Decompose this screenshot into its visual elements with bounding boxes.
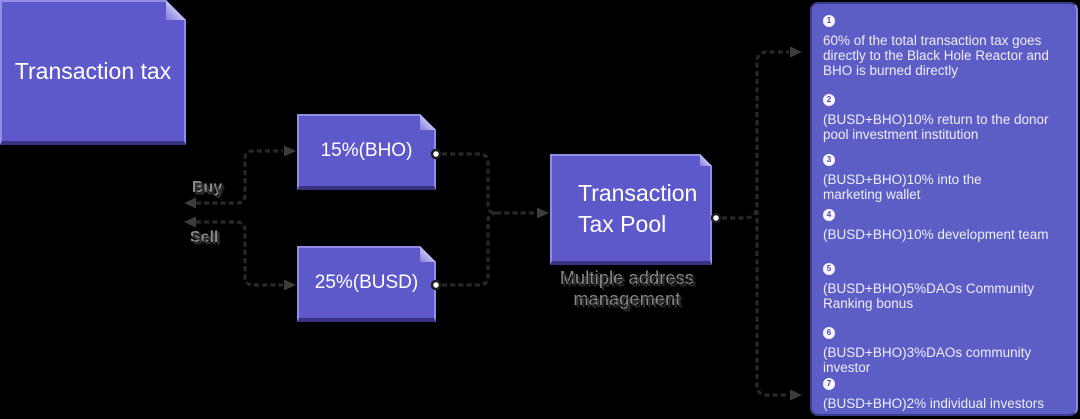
bho-15-box: 15%(BHO) [297,114,436,190]
distribution-item-7: 7 (BUSD+BHO)2% individual investors [823,378,1072,411]
distribution-item-1: 1 60% of the total transaction tax goes … [823,15,1072,78]
distribution-item-3: 3 (BUSD+BHO)10% into the marketing walle… [823,154,1072,202]
transaction-tax-label: Transaction tax [14,58,172,84]
bho-15-label: 15%(BHO) [320,140,413,161]
busd-25-box: 25%(BUSD) [297,246,436,322]
connector-dot-pool [710,212,722,224]
sell-label: Sell [192,231,221,248]
pool-to-panel-bottom-wire [755,210,789,397]
folded-corner [420,114,436,130]
item-text: (BUSD+BHO)2% individual investors [823,396,1044,411]
arrowhead-into-busd [284,279,296,291]
item-text: 60% of the total transaction tax goes di… [823,33,1049,78]
busd-25-label: 25%(BUSD) [314,272,419,293]
item-number-badge: 6 [823,327,835,339]
item-number-badge: 4 [823,209,835,221]
item-text: (BUSD+BHO)3%DAOs community investor [823,345,1032,375]
distribution-panel: 1 60% of the total transaction tax goes … [810,2,1078,416]
transaction-tax-box: Transaction tax [0,0,186,145]
transaction-tax-pool-box: Transaction Tax Pool [550,154,712,265]
distribution-item-2: 2 (BUSD+BHO)10% return to the donor pool… [823,94,1072,142]
item-text: (BUSD+BHO)10% return to the donor pool i… [823,112,1049,142]
distribution-item-4: 4 (BUSD+BHO)10% development team [823,209,1072,242]
arrowhead-into-pool [537,207,549,219]
item-number-badge: 7 [823,378,835,390]
distribution-item-5: 5 (BUSD+BHO)5%DAOs Community Ranking bon… [823,263,1072,311]
arrowhead-buy [184,197,196,209]
arrowhead-panel-top [790,46,802,58]
bho-to-pool-wire [442,152,536,215]
busd-to-pool-wire [442,211,497,287]
pool-caption: Multiple address management [561,270,697,311]
arrowhead-panel-bottom [790,389,802,401]
item-number-badge: 2 [823,94,835,106]
item-number-badge: 1 [823,15,835,27]
item-text: (BUSD+BHO)10% into the marketing wallet [823,172,982,202]
folded-corner [166,0,186,20]
item-text: (BUSD+BHO)5%DAOs Community Ranking bonus [823,281,1035,311]
distribution-item-6: 6 (BUSD+BHO)3%DAOs community investor [823,327,1072,375]
arrowhead-into-bho [284,145,296,157]
item-number-badge: 5 [823,263,835,275]
pool-label: Transaction Tax Pool [578,179,698,237]
pool-to-panel-top-wire [722,50,789,220]
arrowhead-sell [184,216,196,228]
folded-corner [420,246,436,262]
item-number-badge: 3 [823,154,835,166]
folded-corner [700,154,712,166]
item-text: (BUSD+BHO)10% development team [823,227,1049,242]
buy-label: Buy [194,181,225,198]
